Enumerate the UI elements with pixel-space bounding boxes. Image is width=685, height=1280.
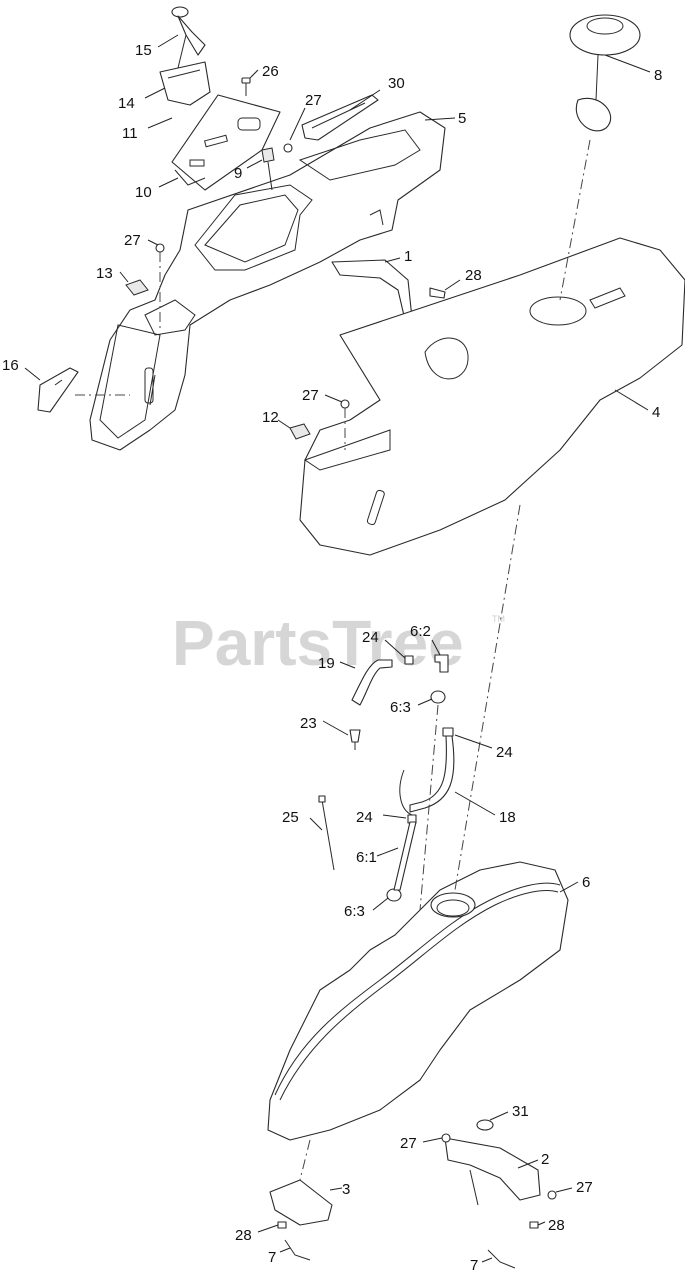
part-28-bolt-a[interactable] <box>429 287 446 299</box>
callout-24-c: 24 <box>356 809 373 826</box>
part-6-3-grommet-a[interactable] <box>430 690 446 704</box>
part-16-decal[interactable] <box>37 367 130 413</box>
callout-7-a: 7 <box>268 1249 276 1266</box>
part-9-clip[interactable] <box>261 147 275 191</box>
part-6-2-elbow[interactable] <box>434 654 449 673</box>
part-26-screw[interactable] <box>241 77 251 96</box>
part-19-hose[interactable] <box>351 659 393 706</box>
callout-31: 31 <box>512 1103 529 1120</box>
part-11-panel[interactable] <box>171 94 281 191</box>
callout-27-e: 27 <box>576 1179 593 1196</box>
callout-labels: 15 14 11 10 26 9 27 30 5 8 27 13 16 1 28… <box>2 42 662 1274</box>
part-6-1-tube[interactable] <box>393 821 417 891</box>
part-27-screw-c[interactable] <box>340 399 350 450</box>
part-25-cable-tie[interactable] <box>318 795 335 871</box>
part-4-tank-cover[interactable] <box>299 237 685 556</box>
callout-3: 3 <box>342 1181 350 1198</box>
part-14-bracket[interactable] <box>159 61 211 106</box>
part-13-button[interactable] <box>125 279 149 296</box>
callout-28-b: 28 <box>235 1227 252 1244</box>
part-7-strap-b[interactable] <box>487 1249 516 1269</box>
watermark-trademark: TM <box>492 614 505 624</box>
part-28-bolt-b[interactable] <box>277 1221 287 1229</box>
callout-23: 23 <box>300 715 317 732</box>
callout-18: 18 <box>499 809 516 826</box>
part-24-clamp-b[interactable] <box>442 727 454 737</box>
callout-6-3-b: 6:3 <box>344 903 365 920</box>
callout-24-a: 24 <box>362 629 379 646</box>
part-6-fuel-tank[interactable] <box>267 861 569 1141</box>
part-2-bracket[interactable] <box>444 1137 541 1206</box>
callout-28-a: 28 <box>465 267 482 284</box>
callout-11: 11 <box>122 125 138 142</box>
part-10-plate[interactable] <box>174 169 206 186</box>
part-3-bracket[interactable] <box>269 1139 333 1226</box>
callout-25: 25 <box>282 809 299 826</box>
callout-6: 6 <box>582 874 590 891</box>
callout-13: 13 <box>96 265 113 282</box>
part-1-bracket[interactable] <box>331 259 413 321</box>
callout-28-c: 28 <box>548 1217 565 1234</box>
watermark: PartsTree <box>172 607 464 679</box>
callout-15: 15 <box>135 42 152 59</box>
part-12-button[interactable] <box>289 423 311 440</box>
part-27-screw-d[interactable] <box>441 1133 451 1143</box>
part-7-strap-a[interactable] <box>284 1239 311 1261</box>
part-15-knob[interactable] <box>171 6 206 69</box>
callout-2: 2 <box>541 1151 549 1168</box>
part-31-bumper[interactable] <box>476 1119 494 1131</box>
callout-30: 30 <box>388 75 405 92</box>
callout-4: 4 <box>652 404 660 421</box>
callout-26: 26 <box>262 63 279 80</box>
part-30-strip[interactable] <box>301 94 379 141</box>
callout-27-b: 27 <box>124 232 141 249</box>
part-27-screw-b[interactable] <box>155 243 165 330</box>
callout-9: 9 <box>234 165 242 182</box>
callout-27-d: 27 <box>400 1135 417 1152</box>
callout-6-1: 6:1 <box>356 849 377 866</box>
callout-19: 19 <box>318 655 335 672</box>
callout-24-b: 24 <box>496 744 513 761</box>
callout-27-a: 27 <box>305 92 322 109</box>
part-5-console[interactable] <box>89 111 446 451</box>
callout-16: 16 <box>2 357 19 374</box>
callout-6-2: 6:2 <box>410 623 431 640</box>
part-18-hose[interactable] <box>399 735 455 816</box>
callout-7-b: 7 <box>470 1257 478 1274</box>
callout-5: 5 <box>458 110 466 127</box>
callout-1: 1 <box>404 248 412 265</box>
callout-6-3-a: 6:3 <box>390 699 411 716</box>
part-24-clamp-a[interactable] <box>404 655 414 665</box>
part-27-screw-e[interactable] <box>547 1190 557 1200</box>
callout-12: 12 <box>262 409 279 426</box>
callout-14: 14 <box>118 95 135 112</box>
leader-lines <box>24 34 651 1263</box>
part-28-bolt-c[interactable] <box>529 1221 539 1229</box>
part-23-fitting[interactable] <box>349 729 361 750</box>
callout-8: 8 <box>654 67 662 84</box>
callout-10: 10 <box>135 184 152 201</box>
part-6-3-grommet-b[interactable] <box>386 888 402 902</box>
callout-27-c: 27 <box>302 387 319 404</box>
part-27-screw-a[interactable] <box>283 143 293 153</box>
